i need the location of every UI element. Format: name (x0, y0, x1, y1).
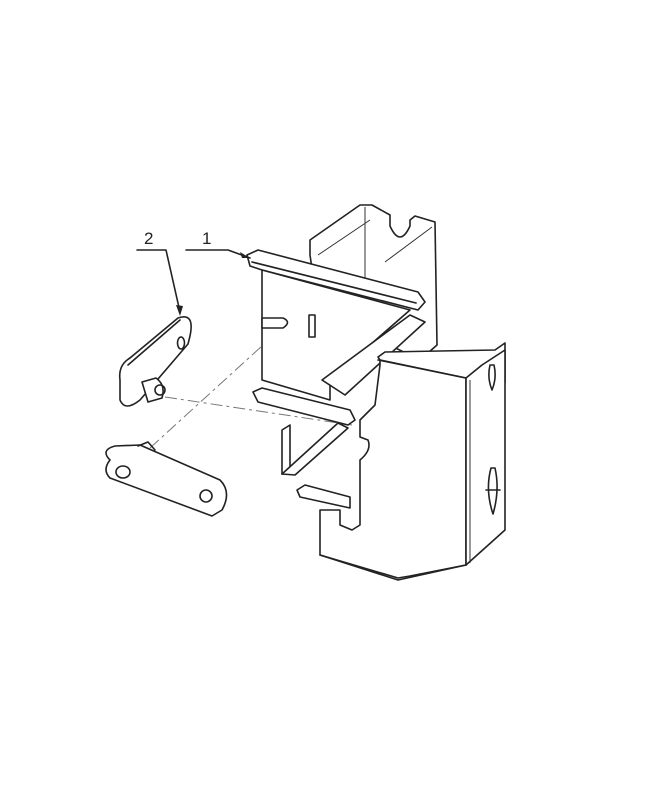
lower-link-plate (105, 441, 228, 517)
callout-label-1: 1 (202, 229, 212, 248)
callout-label-2: 2 (144, 229, 154, 248)
callout-leaders (136, 249, 251, 316)
bracket-frame (246, 204, 506, 581)
alignment-centerlines (149, 324, 353, 449)
link-plate-with-spacer (118, 316, 192, 407)
